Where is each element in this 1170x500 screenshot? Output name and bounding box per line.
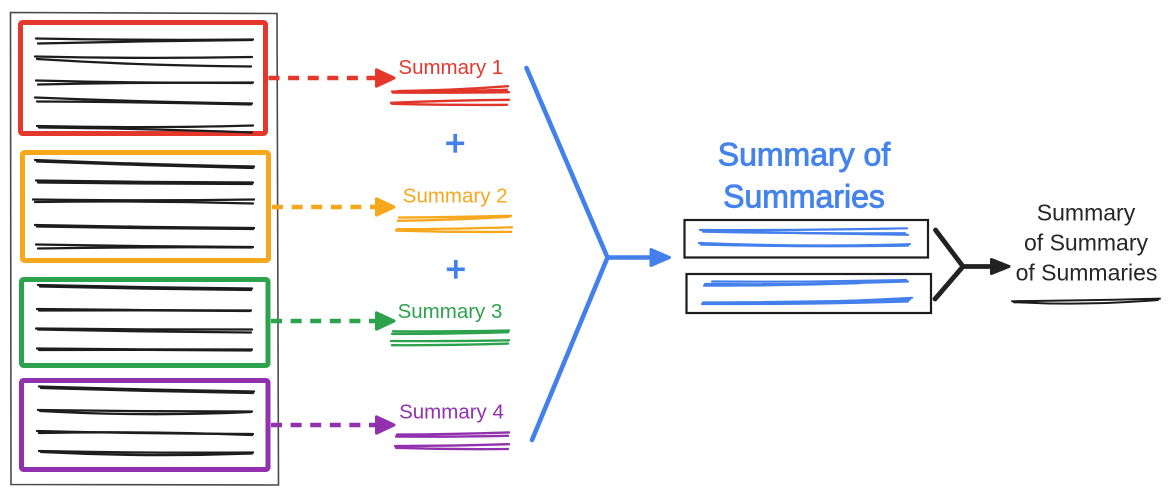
svg-text:Summaries: Summaries bbox=[723, 179, 885, 215]
svg-text:Summary 4: Summary 4 bbox=[399, 401, 504, 424]
svg-text:Summary 2: Summary 2 bbox=[403, 185, 508, 208]
svg-text:of Summaries: of Summaries bbox=[1016, 260, 1158, 286]
svg-text:of Summary: of Summary bbox=[1024, 230, 1148, 256]
svg-text:Summary: Summary bbox=[1037, 200, 1136, 226]
svg-text:Summary 3: Summary 3 bbox=[398, 300, 503, 323]
svg-text:Summary of: Summary of bbox=[718, 137, 891, 173]
svg-text:Summary 1: Summary 1 bbox=[398, 56, 503, 79]
